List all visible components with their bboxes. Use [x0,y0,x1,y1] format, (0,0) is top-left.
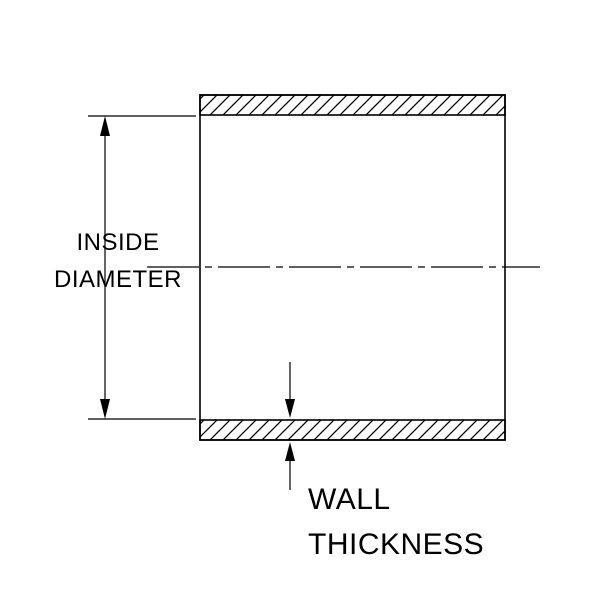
top-wall-hatch [199,94,506,116]
bottom-wall-hatch [199,419,506,441]
dimension-arrow-down-icon [100,399,110,419]
wall-thickness-arrow-up-icon [285,442,295,461]
wall-thickness-arrow-down-icon [285,399,295,418]
inside-diameter-label-line1: INSIDE [76,229,159,256]
dimension-arrow-up-icon [100,116,110,136]
inside-diameter-label-line2: DIAMETER [54,266,182,293]
wall-thickness-label-line1: WALL [308,483,391,516]
wall-thickness-label-line2: THICKNESS [308,528,484,561]
